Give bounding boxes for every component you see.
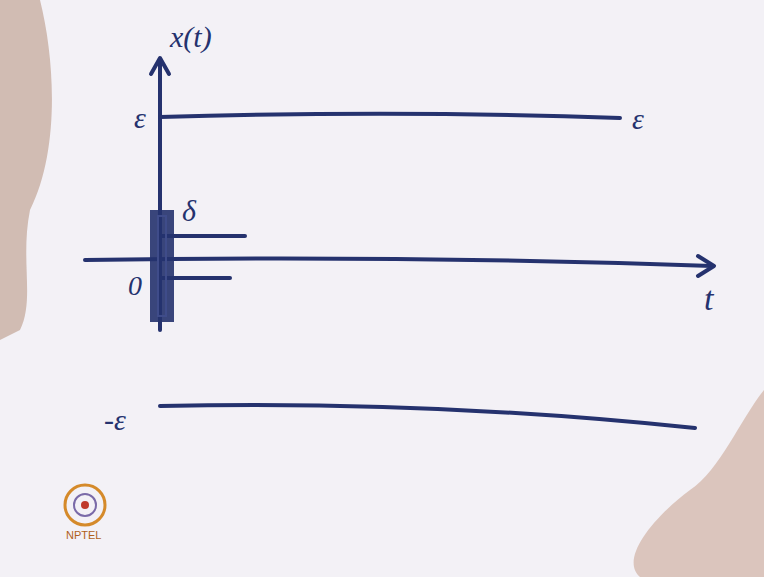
bound-label: ε bbox=[134, 103, 146, 133]
axis-label: t bbox=[704, 282, 713, 316]
upper-bound-line bbox=[160, 114, 620, 118]
origin-label: 0 bbox=[128, 272, 142, 300]
delta-band bbox=[150, 210, 174, 322]
lower-bound-line bbox=[160, 405, 695, 428]
nptel-logo bbox=[65, 485, 105, 525]
logo-text: NPTEL bbox=[66, 530, 101, 541]
bound-label: ε bbox=[632, 104, 644, 134]
axis-arrowhead bbox=[698, 256, 714, 276]
hand-shadow bbox=[634, 390, 764, 577]
delta-band bbox=[158, 216, 166, 316]
x-axis bbox=[85, 258, 712, 266]
delta-label: δ bbox=[182, 196, 196, 226]
hand-shadow bbox=[0, 0, 52, 340]
axis-label: x(t) bbox=[170, 22, 212, 52]
bound-label: -ε bbox=[104, 405, 126, 435]
axis-arrowhead bbox=[151, 58, 169, 74]
